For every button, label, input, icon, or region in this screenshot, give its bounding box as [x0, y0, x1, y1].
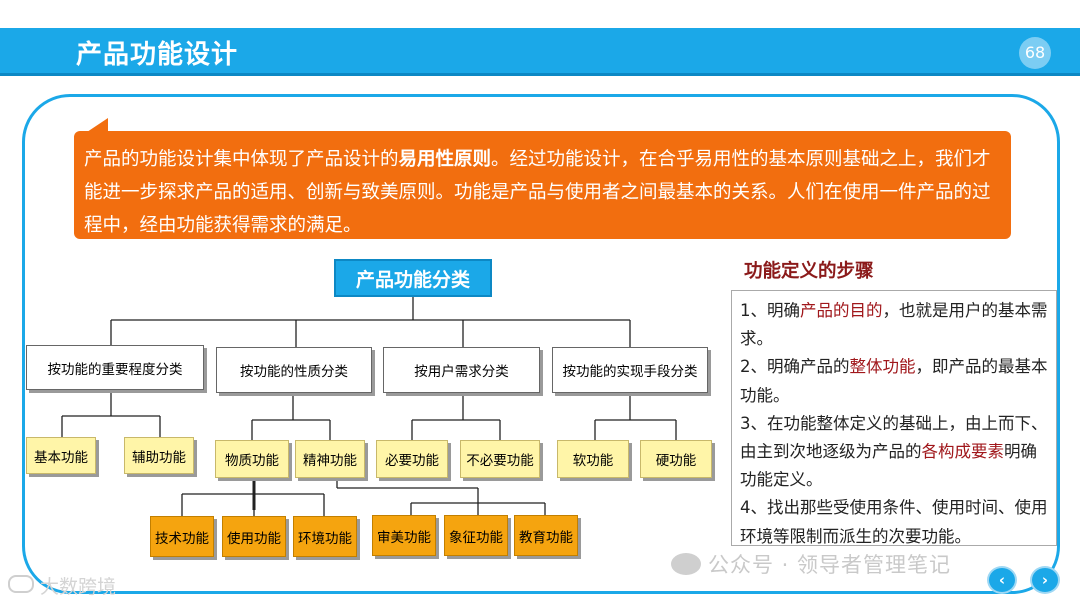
wechat-icon	[671, 553, 701, 575]
leaf-unnecessary-function: 不必要功能	[460, 440, 540, 478]
intro-text-after: 。经过功能设计，在合乎易用性的基本原则基础之上，我们才能进一步探求产品的适用、创…	[84, 149, 991, 236]
category-nature: 按功能的性质分类	[216, 347, 372, 393]
step-4: 4、找出那些受使用条件、使用时间、使用环境等限制而派生的次要功能。	[740, 498, 1048, 546]
sub-usage-function: 使用功能	[222, 516, 286, 557]
sub-symbolic-function: 象征功能	[444, 515, 508, 556]
account-watermark: 公众号 · 领导者管理笔记	[708, 553, 952, 577]
step-3: 3、在功能整体定义的基础上，由上而下、由主到次地逐级为产品的各构成要素明确功能定…	[740, 413, 1048, 490]
sub-environment-function: 环境功能	[293, 516, 357, 557]
sub-educational-function: 教育功能	[514, 515, 578, 556]
leaf-soft-function: 软功能	[557, 440, 629, 478]
step-1: 1、明确产品的目的，也就是用户的基本需求。	[740, 301, 1048, 349]
leaf-basic-function: 基本功能	[26, 437, 96, 474]
brand-watermark: 大数跨境	[40, 576, 117, 598]
category-importance: 按功能的重要程度分类	[26, 345, 204, 390]
category-user-needs: 按用户需求分类	[383, 347, 540, 393]
diagram-root: 产品功能分类	[334, 259, 492, 297]
brand-logo-icon	[8, 575, 34, 593]
next-slide-button[interactable]: ›	[1030, 566, 1060, 594]
page-number-badge: 68	[1019, 37, 1051, 69]
page-title: 产品功能设计	[76, 40, 239, 70]
step-2: 2、明确产品的整体功能，即产品的最基本功能。	[740, 357, 1048, 405]
steps-panel: 1、明确产品的目的，也就是用户的基本需求。 2、明确产品的整体功能，即产品的最基…	[731, 290, 1057, 546]
prev-slide-button[interactable]: ‹	[987, 566, 1017, 594]
steps-title: 功能定义的步骤	[744, 261, 874, 282]
intro-text-before: 产品的功能设计集中体现了产品设计的	[84, 149, 399, 170]
title-bar: 产品功能设计	[0, 28, 1080, 76]
sub-aesthetic-function: 审美功能	[372, 515, 436, 556]
intro-callout: 产品的功能设计集中体现了产品设计的易用性原则。经过功能设计，在合乎易用性的基本原…	[74, 131, 1011, 239]
leaf-hard-function: 硬功能	[640, 440, 712, 478]
sub-technical-function: 技术功能	[150, 516, 214, 557]
leaf-auxiliary-function: 辅助功能	[124, 437, 194, 474]
leaf-necessary-function: 必要功能	[376, 440, 448, 478]
leaf-material-function: 物质功能	[215, 440, 289, 478]
category-implementation: 按功能的实现手段分类	[552, 347, 708, 393]
leaf-spiritual-function: 精神功能	[295, 440, 365, 478]
intro-highlight: 易用性原则	[398, 149, 492, 170]
